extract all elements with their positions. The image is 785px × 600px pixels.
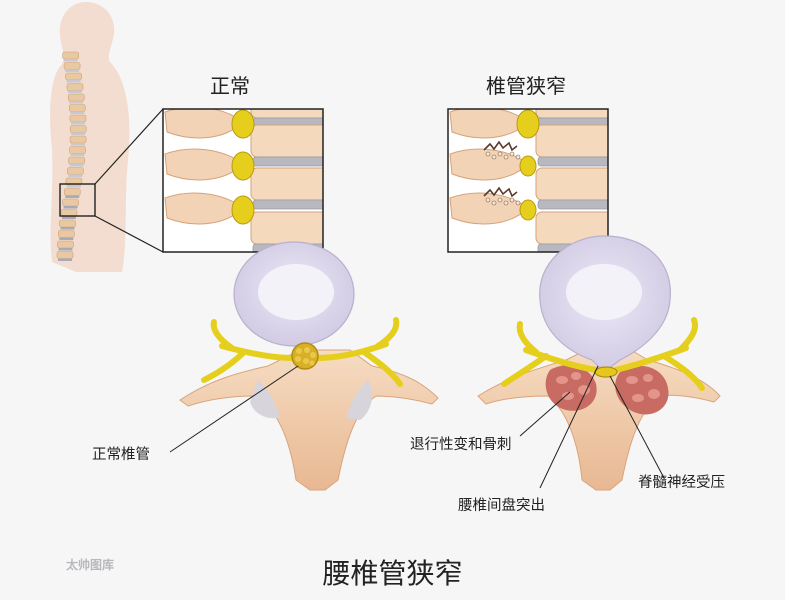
stenosis-side-view	[448, 109, 608, 252]
watermark: 太帅图库	[66, 558, 115, 572]
normal-inset-frame	[162, 108, 324, 253]
stenosis-heading: 椎管狭窄	[486, 74, 566, 98]
zoom-source-box	[59, 183, 96, 217]
spine-column	[56, 51, 87, 261]
normal-heading: 正常	[210, 74, 250, 98]
leader-disc-herniation	[539, 365, 599, 489]
stenosis-nerve-roots	[501, 317, 705, 391]
zoom-line-bottom	[94, 215, 164, 253]
leader-nerve-compression	[609, 375, 665, 479]
normal-nerve-roots	[201, 317, 403, 387]
ligament-thickening-right	[615, 365, 669, 415]
disc-herniation-label: 腰椎间盘突出	[458, 498, 545, 514]
leader-normal-canal	[169, 365, 299, 453]
nerve-compression-label: 脊髓神经受压	[638, 475, 725, 491]
degeneration-label: 退行性变和骨刺	[410, 437, 512, 453]
stenosis-vertebra-cross-section	[477, 235, 721, 491]
ligament-thickening-left	[545, 365, 597, 411]
zoom-line-top	[94, 108, 164, 185]
compressed-spinal-cord	[594, 366, 618, 378]
main-title: 腰椎管狭窄	[322, 557, 463, 590]
normal-vertebra-cross-section	[179, 241, 439, 491]
normal-canal-label: 正常椎管	[92, 447, 150, 463]
normal-side-view	[163, 109, 323, 252]
stenosis-inset-frame	[447, 108, 609, 253]
leader-degeneration	[519, 391, 571, 437]
